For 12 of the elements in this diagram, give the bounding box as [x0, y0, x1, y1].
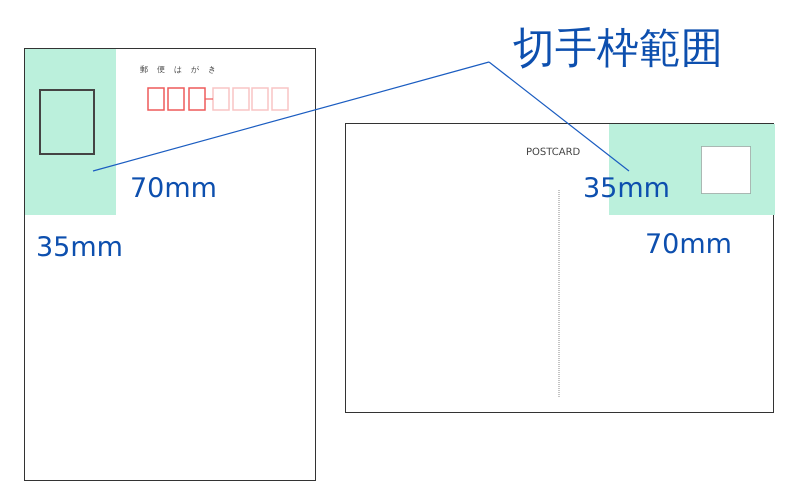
dimension-label: 70mm: [645, 228, 732, 262]
postcard: [345, 123, 774, 413]
card-heading: 郵便はがき: [140, 64, 225, 75]
stamp-area: [25, 49, 116, 215]
postcard: [24, 48, 316, 481]
callout-text: 切手枠範囲: [487, 22, 752, 74]
dimension-label: 35mm: [36, 231, 123, 265]
dimension-label: 70mm: [130, 172, 217, 206]
dimension-label: 35mm: [583, 172, 670, 206]
leader-line: [92, 61, 490, 172]
card-heading: POSTCARD: [526, 147, 580, 158]
leader-line: [488, 62, 630, 172]
